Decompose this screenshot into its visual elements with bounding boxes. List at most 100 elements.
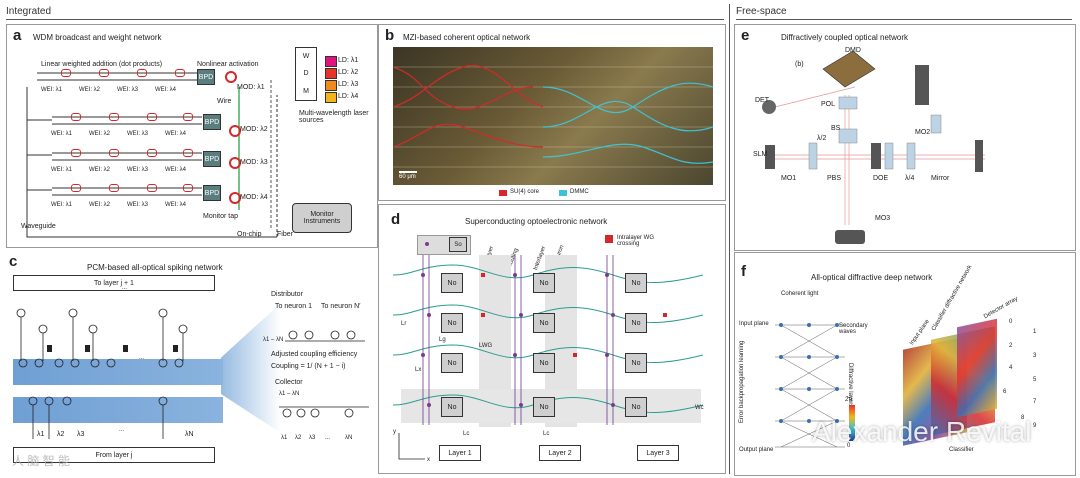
- ring-4-3: [147, 184, 157, 192]
- node-2-1: No: [533, 273, 555, 293]
- panel-f-letter: f: [741, 263, 746, 280]
- mod-ring-4: [229, 192, 241, 204]
- node-2-3: No: [533, 353, 555, 373]
- wei-1-1: WEI: λ1: [41, 87, 63, 93]
- bpd-3: BPD: [203, 151, 221, 167]
- dim-lwg: LWG: [479, 343, 493, 349]
- label-mo3: MO3: [875, 215, 891, 222]
- onchip-label: On-chip: [237, 231, 262, 238]
- panel-b-letter: b: [385, 27, 395, 44]
- so-box: So: [449, 237, 467, 252]
- collector-lambda-n: λN: [345, 435, 353, 441]
- detector-array: Detector array: [983, 295, 1019, 321]
- axis-x: x: [427, 457, 430, 463]
- panel-c-neurons: [16, 308, 188, 439]
- error-bp: Error backpropagation learning: [739, 340, 745, 423]
- ring-1-2: [99, 69, 109, 77]
- nonlinear-label: Nonlinear activation: [197, 61, 259, 68]
- digit-0: 0: [1009, 319, 1013, 325]
- panel-a-letter: a: [13, 27, 22, 44]
- dots-mid: ...: [139, 355, 145, 361]
- scale-label: 60 μm: [399, 174, 416, 180]
- ring-2-4: [183, 113, 193, 121]
- panel-e-title: Diffractively coupled optical network: [781, 33, 909, 42]
- section-divider: [729, 4, 730, 474]
- ld-swatch-1: [325, 56, 337, 67]
- from-layer-box: From layer j: [13, 447, 215, 463]
- node-2-4: No: [533, 397, 555, 417]
- label-det: DET: [755, 97, 769, 104]
- classifier-network: Classifier diffractive network: [931, 264, 974, 332]
- node-1-1: No: [441, 273, 463, 293]
- label-mirror: Mirror: [931, 175, 950, 182]
- so-dot: [425, 242, 429, 246]
- lambda-range-1: λ1 – λN: [263, 337, 284, 343]
- ld-1: LD: λ1: [338, 57, 359, 64]
- output-plane: Output plane: [739, 447, 774, 453]
- wei-4-2: WEI: λ2: [89, 202, 111, 208]
- legend-swatch-core: [499, 190, 507, 196]
- coupling-title: Adjusted coupling efficiency: [271, 351, 358, 358]
- lambda-2: λ2: [57, 431, 65, 438]
- digit-5: 5: [1033, 377, 1037, 383]
- digit-9: 9: [1033, 423, 1037, 429]
- panel-a-title: WDM broadcast and weight network: [33, 33, 162, 42]
- wei-1-2: WEI: λ2: [79, 87, 101, 93]
- section-integrated: Integrated: [6, 6, 52, 17]
- collector-lambda-3: λ3: [309, 435, 316, 441]
- wei-3-2: WEI: λ2: [89, 167, 111, 173]
- dim-lg: Lg: [439, 337, 446, 343]
- ld-swatch-3: [325, 80, 337, 91]
- panel-a: a WDM broadcast and weight network Linea…: [6, 24, 378, 248]
- ring-4-4: [183, 184, 193, 192]
- to-neuron-n: To neuron N′: [321, 303, 361, 310]
- dots-top: ...: [122, 285, 128, 291]
- phase-min: 0: [847, 443, 851, 449]
- ring-2-2: [109, 113, 119, 121]
- watermark-right: Alexander Revital: [812, 416, 1032, 447]
- ring-3-4: [183, 149, 193, 157]
- classifier-label: Classifier: [949, 447, 974, 453]
- label-slm: SLM: [753, 151, 768, 158]
- ring-1-4: [175, 69, 185, 77]
- linear-label: Linear weighted addition (dot products): [41, 61, 163, 68]
- integrated-rule: [6, 19, 724, 20]
- diffractive-stack: [775, 323, 845, 448]
- lambda-1: λ1: [37, 431, 45, 438]
- panel-c: c PCM-based all-optical spiking network …: [6, 250, 378, 474]
- mzi-waveguides: [392, 64, 714, 168]
- layer-1: Layer 1: [439, 445, 481, 461]
- monitor-instruments: Monitor Instruments: [292, 203, 352, 233]
- lambda-3: λ3: [77, 431, 85, 438]
- digit-3: 3: [1033, 353, 1037, 359]
- axes-icon: [398, 433, 425, 460]
- mod-3: MOD: λ3: [240, 159, 268, 166]
- bpd-4: BPD: [203, 185, 221, 201]
- panel-e: e Diffractively coupled optical network …: [734, 24, 1076, 251]
- panel-a-circuit: [26, 72, 278, 238]
- node-1-3: No: [441, 353, 463, 373]
- digit-8: 8: [1021, 415, 1025, 421]
- wdm-w: W: [302, 53, 310, 61]
- wei-3-4: WEI: λ4: [165, 167, 187, 173]
- digit-7: 7: [1033, 399, 1037, 405]
- phase-max: 2π: [845, 397, 853, 403]
- bus-waveguide-top: [13, 359, 223, 385]
- mod-ring-3: [229, 157, 241, 169]
- lambda-range-2: λ1 – λN: [279, 391, 300, 397]
- ring-3-3: [147, 149, 157, 157]
- wei-2-2: WEI: λ2: [89, 131, 111, 137]
- monitor-tap-label: Monitor tap: [203, 213, 239, 220]
- to-neuron-1: To neuron 1: [275, 303, 312, 310]
- label-pol: POL: [821, 101, 836, 108]
- label-quarter-wave: λ/4: [905, 175, 915, 182]
- wdm-d: D: [303, 70, 309, 78]
- node-3-2: No: [625, 313, 647, 333]
- label-mo2: MO2: [915, 129, 931, 136]
- wei-1-3: WEI: λ3: [117, 87, 139, 93]
- wei-4-3: WEI: λ3: [127, 202, 149, 208]
- ring-1-3: [137, 69, 147, 77]
- ring-4-2: [109, 184, 119, 192]
- ring-1-1: [61, 69, 71, 77]
- mod-ring-1: [225, 71, 237, 83]
